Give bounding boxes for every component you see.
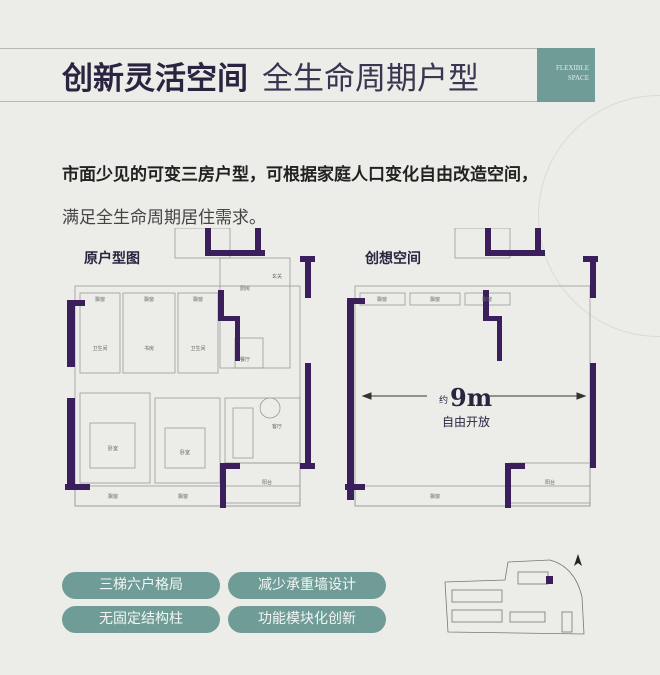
room-label: 客厅 [272,423,282,430]
room-label: 飘窗 [430,296,440,303]
room-label: 飘窗 [482,296,492,303]
site-map [444,554,585,635]
span-prefix: 约 [439,394,448,406]
room-label: 卧室 [108,445,118,452]
badge-line2: SPACE [567,74,589,82]
page-title: 创新灵活空间全生命周期户型 [62,53,479,98]
header-bottom-line [0,101,537,102]
room-label: 卫生间 [92,345,107,352]
feature-pill: 无固定结构柱 [62,606,220,633]
room-label: 飘窗 [144,296,154,303]
unit-location-marker [546,576,553,584]
intro-line1: 市面少见的可变三房户型，可根据家庭人口变化自由改造空间， [62,165,538,185]
room-label: 厨房 [240,285,250,292]
north-arrow-icon [574,554,582,566]
room-label: 飘窗 [430,493,440,500]
span-arrow [361,392,587,400]
header-top-line [0,48,537,49]
creative-floor-plan: 飘窗 飘窗 飘窗 飘窗 阳台 约 9m 自由开放 [345,228,598,508]
room-label: 飘窗 [193,296,203,303]
span-value: 9m [450,383,492,412]
badge-line1: FLEXIBLE [555,64,589,72]
open-text: 自由开放 [442,414,490,429]
room-label: 书房 [144,345,154,352]
room-label: 阳台 [545,479,555,486]
creative-plan-label: 创想空间 [365,251,421,267]
room-label: 玄关 [272,273,282,280]
room-label: 阳台 [262,479,272,486]
room-label: 卧室 [180,449,190,456]
original-plan-label: 原户型图 [84,251,140,267]
room-label: 卫生间 [190,345,205,352]
feature-pill: 功能模块化创新 [228,606,386,633]
title-light: 全生命周期户型 [262,61,479,97]
room-label: 飘窗 [95,296,105,303]
room-label: 飘窗 [377,296,387,303]
room-label: 餐厅 [240,356,250,363]
feature-pill: 三梯六户格局 [62,572,220,599]
room-label: 飘窗 [108,493,118,500]
title-bold: 创新灵活空间 [62,61,248,97]
intro-line2: 满足全生命周期居住需求。 [62,208,266,228]
flexible-space-badge: FLEXIBLE SPACE [537,48,595,102]
feature-pill: 减少承重墙设计 [228,572,386,599]
original-floor-plan: 飘窗 飘窗 飘窗 书房 卫生间 卫生间 厨房 玄关 餐厅 客厅 卧室 卧室 飘窗… [65,228,315,508]
room-label: 飘窗 [178,493,188,500]
